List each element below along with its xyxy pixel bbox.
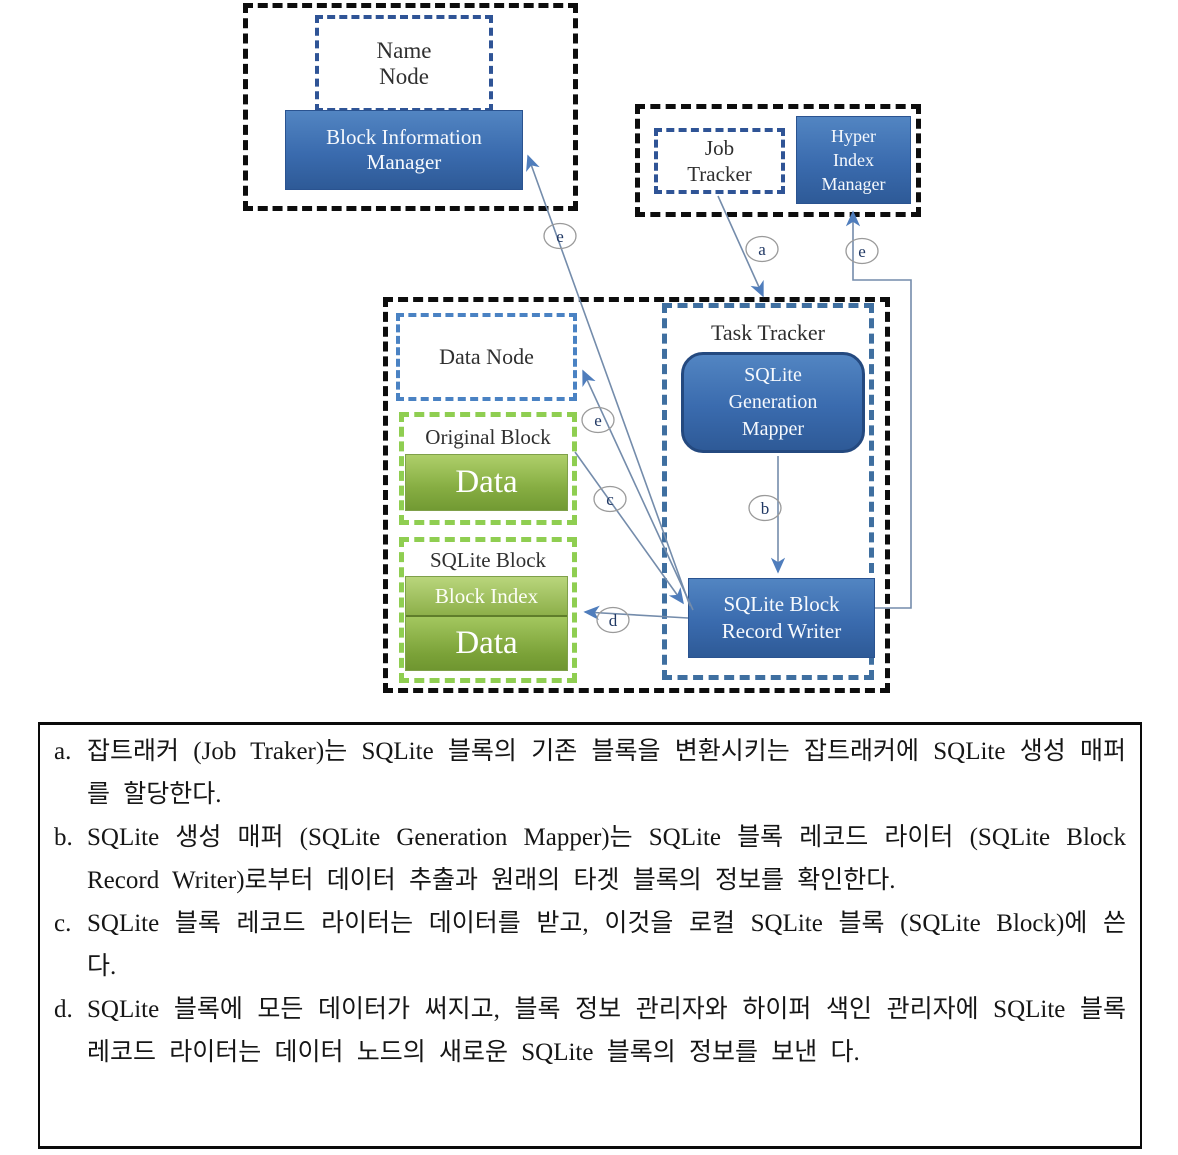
hyper-index-manager-box: Hyper Index Manager (796, 116, 911, 204)
note-text: SQLite 생성 매퍼 (SQLite Generation Mapper)는… (87, 824, 1126, 894)
sqlite-block-label: SQLite Block (429, 548, 547, 572)
note-item-a: a. 잡트래커 (Job Traker)는 SQLite 블록의 기존 블록을 … (54, 730, 1126, 816)
sqlite-block-data-box: Data (406, 617, 567, 670)
note-marker: b. (54, 824, 73, 851)
note-marker: a. (54, 738, 72, 765)
name-node-box: Name Node (315, 15, 493, 112)
sqlite-block-record-writer-label: SQLite Block Record Writer (721, 591, 842, 643)
data-node-label: Data Node (439, 344, 534, 369)
sqlite-block-stack: Block Index Data (405, 576, 568, 671)
task-tracker-label: Task Tracker (711, 320, 825, 345)
note-marker: c. (54, 910, 72, 937)
name-node-cluster (243, 3, 578, 211)
original-block-label: Original Block (425, 425, 551, 449)
edge-label-e-right: e (845, 237, 879, 265)
svg-text:e: e (556, 227, 564, 246)
edge-label-a: a (745, 235, 779, 263)
note-text: SQLite 블록에 모든 데이터가 써지고, 블록 정보 관리자와 하이퍼 색… (87, 996, 1126, 1066)
name-node-label: Name Node (376, 37, 432, 89)
sqlite-block-box: SQLite Block (399, 537, 577, 683)
note-item-d: d. SQLite 블록에 모든 데이터가 써지고, 블록 정보 관리자와 하이… (54, 988, 1126, 1074)
original-block-data-label: Data (455, 464, 518, 500)
data-node-box: Data Node (396, 313, 577, 401)
note-item-c: c. SQLite 블록 레코드 라이터는 데이터를 받고, 이것을 로컬 SQ… (54, 902, 1126, 988)
svg-text:a: a (758, 240, 766, 259)
notes-panel: a. 잡트래커 (Job Traker)는 SQLite 블록의 기존 블록을 … (38, 722, 1142, 1149)
block-information-manager-label: Block Information Manager (326, 125, 482, 174)
sqlite-block-data-label: Data (455, 625, 518, 661)
note-item-b: b. SQLite 생성 매퍼 (SQLite Generation Mappe… (54, 816, 1126, 902)
sqlite-generation-mapper-box: SQLite Generation Mapper (681, 352, 865, 453)
hyper-index-manager-label: Hyper Index Manager (821, 125, 886, 195)
edge-label-e-top-left: e (543, 222, 577, 250)
original-block-data-box: Data (405, 454, 568, 511)
job-tracker-label: Job Tracker (687, 135, 752, 186)
note-text: SQLite 블록 레코드 라이터는 데이터를 받고, 이것을 로컬 SQLit… (87, 910, 1126, 980)
note-marker: d. (54, 996, 73, 1023)
svg-text:e: e (858, 242, 866, 261)
job-tracker-box: Job Tracker (654, 128, 785, 194)
note-text: 잡트래커 (Job Traker)는 SQLite 블록의 기존 블록을 변환시… (87, 738, 1126, 808)
block-index-label: Block Index (434, 583, 539, 608)
sqlite-generation-mapper-label: SQLite Generation Mapper (728, 364, 818, 440)
block-index-band: Block Index (406, 577, 567, 617)
block-information-manager-box: Block Information Manager (285, 110, 523, 190)
sqlite-block-record-writer-box: SQLite Block Record Writer (688, 578, 875, 658)
